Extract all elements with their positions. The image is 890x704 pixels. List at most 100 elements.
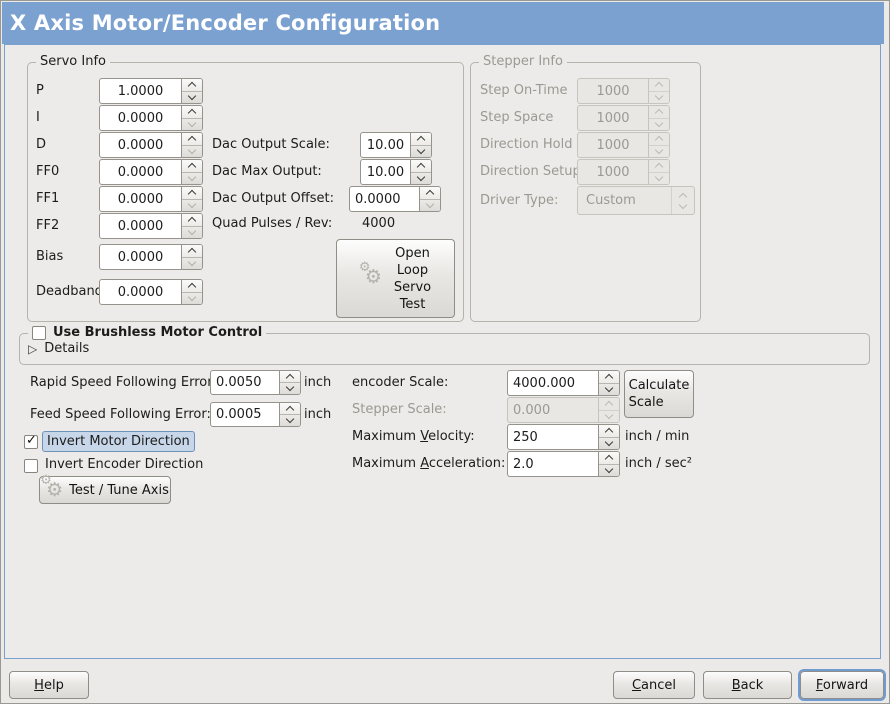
spin-up-button[interactable] bbox=[182, 245, 202, 258]
dac-output-offset-spinbox[interactable]: 0.0000 bbox=[349, 186, 441, 212]
spin-up-button[interactable] bbox=[182, 160, 202, 173]
calculate-scale-button[interactable]: Calculate Scale bbox=[624, 370, 694, 418]
forward-label: Forward bbox=[815, 677, 869, 693]
spin-down-button[interactable] bbox=[182, 226, 202, 239]
servo-label-deadband: Deadband bbox=[36, 284, 103, 299]
help-button[interactable]: Help bbox=[9, 671, 89, 699]
chevron-up-icon bbox=[187, 136, 197, 145]
spin-up-button bbox=[649, 133, 669, 146]
spin-up-button[interactable] bbox=[411, 133, 431, 146]
p-spinbox[interactable]: 1.0000 bbox=[99, 78, 203, 104]
spin-down-button[interactable] bbox=[182, 172, 202, 185]
spin-down-button[interactable] bbox=[599, 437, 619, 450]
spinner-buttons[interactable] bbox=[419, 187, 440, 211]
spinner-buttons bbox=[648, 133, 669, 157]
spin-up-button[interactable] bbox=[420, 187, 440, 200]
chevron-up-icon bbox=[604, 428, 614, 437]
spin-up-button bbox=[649, 79, 669, 92]
ff0-spinbox[interactable]: 0.0000 bbox=[99, 159, 203, 185]
feed-ferror-spinbox[interactable]: 0.0005 bbox=[210, 402, 301, 427]
dac-output-offset-value: 0.0000 bbox=[355, 191, 401, 207]
direction-hold-value: 1000 bbox=[596, 137, 630, 153]
invert-motor-label[interactable]: Invert Motor Direction bbox=[42, 431, 195, 452]
spin-up-button[interactable] bbox=[599, 425, 619, 438]
chevron-down-icon bbox=[187, 91, 197, 100]
spin-down-button[interactable] bbox=[182, 199, 202, 212]
spin-up-button[interactable] bbox=[182, 280, 202, 293]
chevron-down-icon bbox=[285, 382, 295, 392]
use-brushless-checkbox[interactable] bbox=[32, 325, 46, 340]
spinner-buttons[interactable] bbox=[410, 133, 431, 157]
servo-label-p: P bbox=[36, 83, 44, 98]
spin-up-button[interactable] bbox=[182, 106, 202, 119]
spinner-buttons[interactable] bbox=[181, 214, 202, 238]
spin-up-button[interactable] bbox=[411, 160, 431, 173]
spin-up-button[interactable] bbox=[280, 371, 300, 383]
encoder-scale-spinbox[interactable]: 4000.000 bbox=[507, 370, 620, 396]
forward-button[interactable]: Forward bbox=[800, 671, 884, 699]
spin-down-button[interactable] bbox=[182, 91, 202, 104]
invert-encoder-label[interactable]: Invert Encoder Direction bbox=[45, 457, 204, 472]
spin-down-button[interactable] bbox=[280, 382, 300, 394]
spin-down-button[interactable] bbox=[182, 118, 202, 131]
servo-label-ff0: FF0 bbox=[36, 164, 60, 179]
spinner-buttons[interactable] bbox=[181, 106, 202, 130]
chevron-down-icon bbox=[187, 226, 197, 235]
spin-up-button[interactable] bbox=[599, 371, 619, 384]
spinner-buttons[interactable] bbox=[181, 187, 202, 211]
test-tune-axis-label: Test / Tune Axis bbox=[69, 482, 169, 498]
spin-up-button[interactable] bbox=[182, 133, 202, 146]
details-label: Details bbox=[44, 341, 90, 356]
details-expander[interactable]: ▷ Details bbox=[28, 341, 89, 356]
spin-up-button[interactable] bbox=[182, 214, 202, 227]
ff1-spinbox[interactable]: 0.0000 bbox=[99, 186, 203, 212]
max-accel-spinbox[interactable]: 2.0 bbox=[507, 451, 620, 477]
max-velocity-value: 250 bbox=[513, 429, 538, 445]
chevron-up-icon bbox=[285, 373, 295, 383]
deadband-spinbox[interactable]: 0.0000 bbox=[99, 279, 203, 305]
invert-encoder-checkbox[interactable] bbox=[24, 459, 38, 473]
spin-up-button[interactable] bbox=[182, 187, 202, 200]
spinner-buttons[interactable] bbox=[181, 245, 202, 269]
spinner-buttons[interactable] bbox=[181, 160, 202, 184]
spinner-buttons[interactable] bbox=[181, 79, 202, 103]
rapid-ferror-spinbox[interactable]: 0.0050 bbox=[210, 370, 301, 395]
invert-motor-checkbox[interactable] bbox=[24, 433, 38, 449]
d-spinbox[interactable]: 0.0000 bbox=[99, 132, 203, 158]
open-loop-servo-test-button[interactable]: Open Loop Servo Test bbox=[336, 239, 455, 318]
max-velocity-spinbox[interactable]: 250 bbox=[507, 424, 620, 450]
i-spinbox[interactable]: 0.0000 bbox=[99, 105, 203, 131]
cancel-button[interactable]: Cancel bbox=[613, 671, 695, 699]
step-on-time-spinbox: 1000 bbox=[577, 78, 670, 104]
spinner-buttons[interactable] bbox=[410, 160, 431, 184]
spinner-buttons[interactable] bbox=[598, 425, 619, 449]
spin-down-button[interactable] bbox=[182, 145, 202, 158]
expander-arrow-icon: ▷ bbox=[28, 341, 38, 356]
max-velocity-unit: inch / min bbox=[625, 429, 690, 444]
spinner-buttons[interactable] bbox=[181, 133, 202, 157]
spinner-buttons[interactable] bbox=[279, 403, 300, 426]
spin-down-button[interactable] bbox=[599, 464, 619, 477]
spinner-buttons[interactable] bbox=[279, 371, 300, 394]
spin-up-button[interactable] bbox=[280, 403, 300, 415]
dac-max-output-spinbox[interactable]: 10.00 bbox=[360, 159, 432, 185]
spin-down-button[interactable] bbox=[182, 257, 202, 270]
gears-icon bbox=[40, 473, 65, 501]
spin-down-button[interactable] bbox=[280, 414, 300, 426]
spinner-buttons[interactable] bbox=[598, 371, 619, 395]
dac-output-scale-spinbox[interactable]: 10.00 bbox=[360, 132, 432, 158]
spin-down-button[interactable] bbox=[411, 145, 431, 158]
spin-up-button[interactable] bbox=[599, 452, 619, 465]
spin-down-button[interactable] bbox=[182, 292, 202, 305]
spin-down-button[interactable] bbox=[411, 172, 431, 185]
spinner-buttons[interactable] bbox=[181, 280, 202, 304]
ff2-spinbox[interactable]: 0.0000 bbox=[99, 213, 203, 239]
spin-down-button[interactable] bbox=[420, 199, 440, 212]
bias-spinbox[interactable]: 0.0000 bbox=[99, 244, 203, 270]
spin-up-button[interactable] bbox=[182, 79, 202, 92]
back-button[interactable]: Back bbox=[703, 671, 792, 699]
step-space-label: Step Space bbox=[480, 110, 554, 125]
test-tune-axis-button[interactable]: Test / Tune Axis bbox=[39, 473, 171, 504]
spin-down-button[interactable] bbox=[599, 383, 619, 396]
spinner-buttons[interactable] bbox=[598, 452, 619, 476]
